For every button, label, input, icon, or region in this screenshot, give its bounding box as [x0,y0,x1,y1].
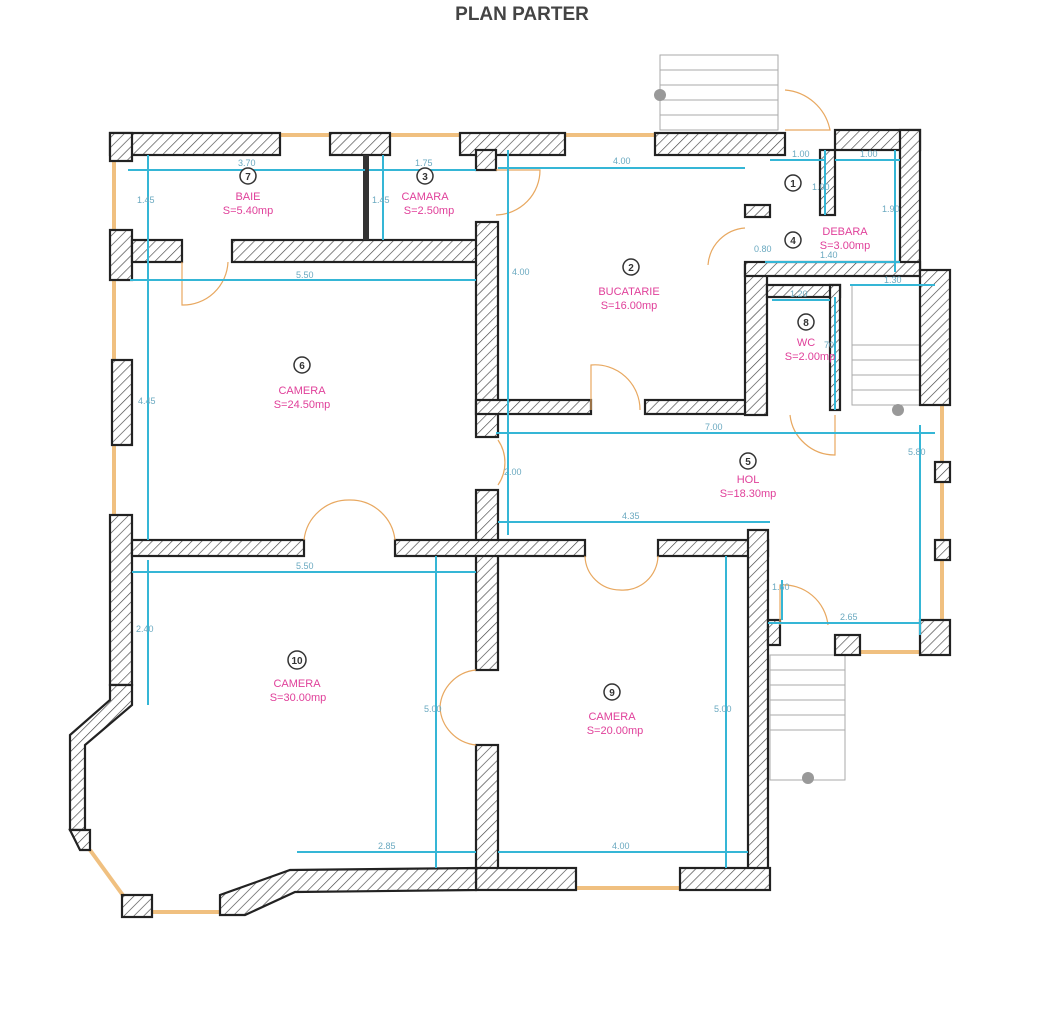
svg-text:BUCATARIE: BUCATARIE [598,286,659,298]
walls [68,128,952,919]
dimension-label: 2.00 [504,467,522,477]
room-3-camara: 3 CAMARA S=2.50mp [401,167,454,217]
svg-text:S=24.50mp: S=24.50mp [274,399,331,411]
svg-text:5: 5 [745,457,751,468]
dimension-label: 5.80 [908,447,926,457]
svg-text:6: 6 [299,361,305,372]
dimension-label: 70 [824,340,834,350]
dimension-lines [128,150,935,868]
room-9-camera: 9 CAMERA S=20.00mp [587,683,644,737]
svg-text:9: 9 [609,688,615,699]
svg-text:2: 2 [628,263,634,274]
svg-text:CAMERA: CAMERA [278,385,326,397]
dimension-label: 5.00 [714,704,732,714]
svg-text:S=5.40mp: S=5.40mp [223,205,273,217]
doors [181,89,836,746]
dimension-label: 4.45 [138,396,156,406]
dimension-label: 0.80 [754,244,772,254]
svg-text:4: 4 [790,236,796,247]
room-5-hol: 5 HOL S=18.30mp [720,452,777,500]
dimension-label: 1.60 [772,582,790,592]
windows [70,133,944,914]
dimension-label: 1.45 [372,195,390,205]
room-1: 1 [784,174,802,192]
svg-text:S=2.00mp: S=2.00mp [785,351,835,363]
svg-text:S=30.00mp: S=30.00mp [270,692,327,704]
svg-text:S=2.50mp: S=2.50mp [404,205,454,217]
dimension-labels: 3.70 1.75 4.00 1.00 1.00 1.00 1.45 1.45 1.90… [136,149,926,851]
svg-text:WC: WC [797,337,815,349]
plan-title: PLAN PARTER [455,4,589,25]
dimension-label: 2.40 [136,624,154,634]
svg-text:S=18.30mp: S=18.30mp [720,488,777,500]
dimension-label: 7.00 [705,422,723,432]
dimension-label: 1.30 [884,275,902,285]
room-6-camera: 6 CAMERA S=24.50mp [274,356,331,411]
dimension-label: 1.00 [792,149,810,159]
stairs-side [769,654,846,784]
dimension-label: 2.85 [378,841,396,851]
svg-text:CAMERA: CAMERA [273,678,321,690]
room-7-baie: 7 BAIE S=5.40mp [223,167,273,217]
svg-text:DEBARA: DEBARA [822,226,868,238]
svg-text:S=20.00mp: S=20.00mp [587,725,644,737]
dimension-label: 1.75 [415,158,433,168]
stairs-top [654,54,779,131]
dimension-label: 4.00 [612,841,630,851]
dimension-label: 4.00 [613,156,631,166]
room-10-camera: 10 CAMERA S=30.00mp [270,650,327,704]
dimension-label: 1.90 [882,204,900,214]
svg-text:3: 3 [422,172,428,183]
svg-text:1: 1 [790,179,796,190]
svg-text:HOL: HOL [737,474,760,486]
dimension-label: 2.65 [840,612,858,622]
dimension-label: 1.45 [137,195,155,205]
dimension-label: 1.00 [860,149,878,159]
dimension-label: 5.50 [296,270,314,280]
svg-text:S=16.00mp: S=16.00mp [601,300,658,312]
room-8-wc: 8 WC S=2.00mp [785,313,835,363]
svg-text:CAMERA: CAMERA [588,711,636,723]
stairs-interior [851,284,923,416]
svg-text:8: 8 [803,318,809,329]
dimension-label: 3.70 [238,158,256,168]
svg-text:CAMARA: CAMARA [401,191,449,203]
dimension-label: 1.20 [790,289,808,299]
svg-text:10: 10 [291,656,303,667]
dimension-label: 1.00 [812,182,830,192]
room-4-debara: 4 DEBARA S=3.00mp [784,226,870,252]
svg-text:S=3.00mp: S=3.00mp [820,240,870,252]
dimension-label: 4.35 [622,511,640,521]
svg-text:BAIE: BAIE [235,191,260,203]
dimension-label: 5.50 [296,561,314,571]
dimension-label: 5.00 [424,704,442,714]
room-2-bucatarie: 2 BUCATARIE S=16.00mp [598,258,660,312]
dimension-label: 4.00 [512,267,530,277]
dimension-label: 1.40 [820,250,838,260]
svg-text:7: 7 [245,172,251,183]
